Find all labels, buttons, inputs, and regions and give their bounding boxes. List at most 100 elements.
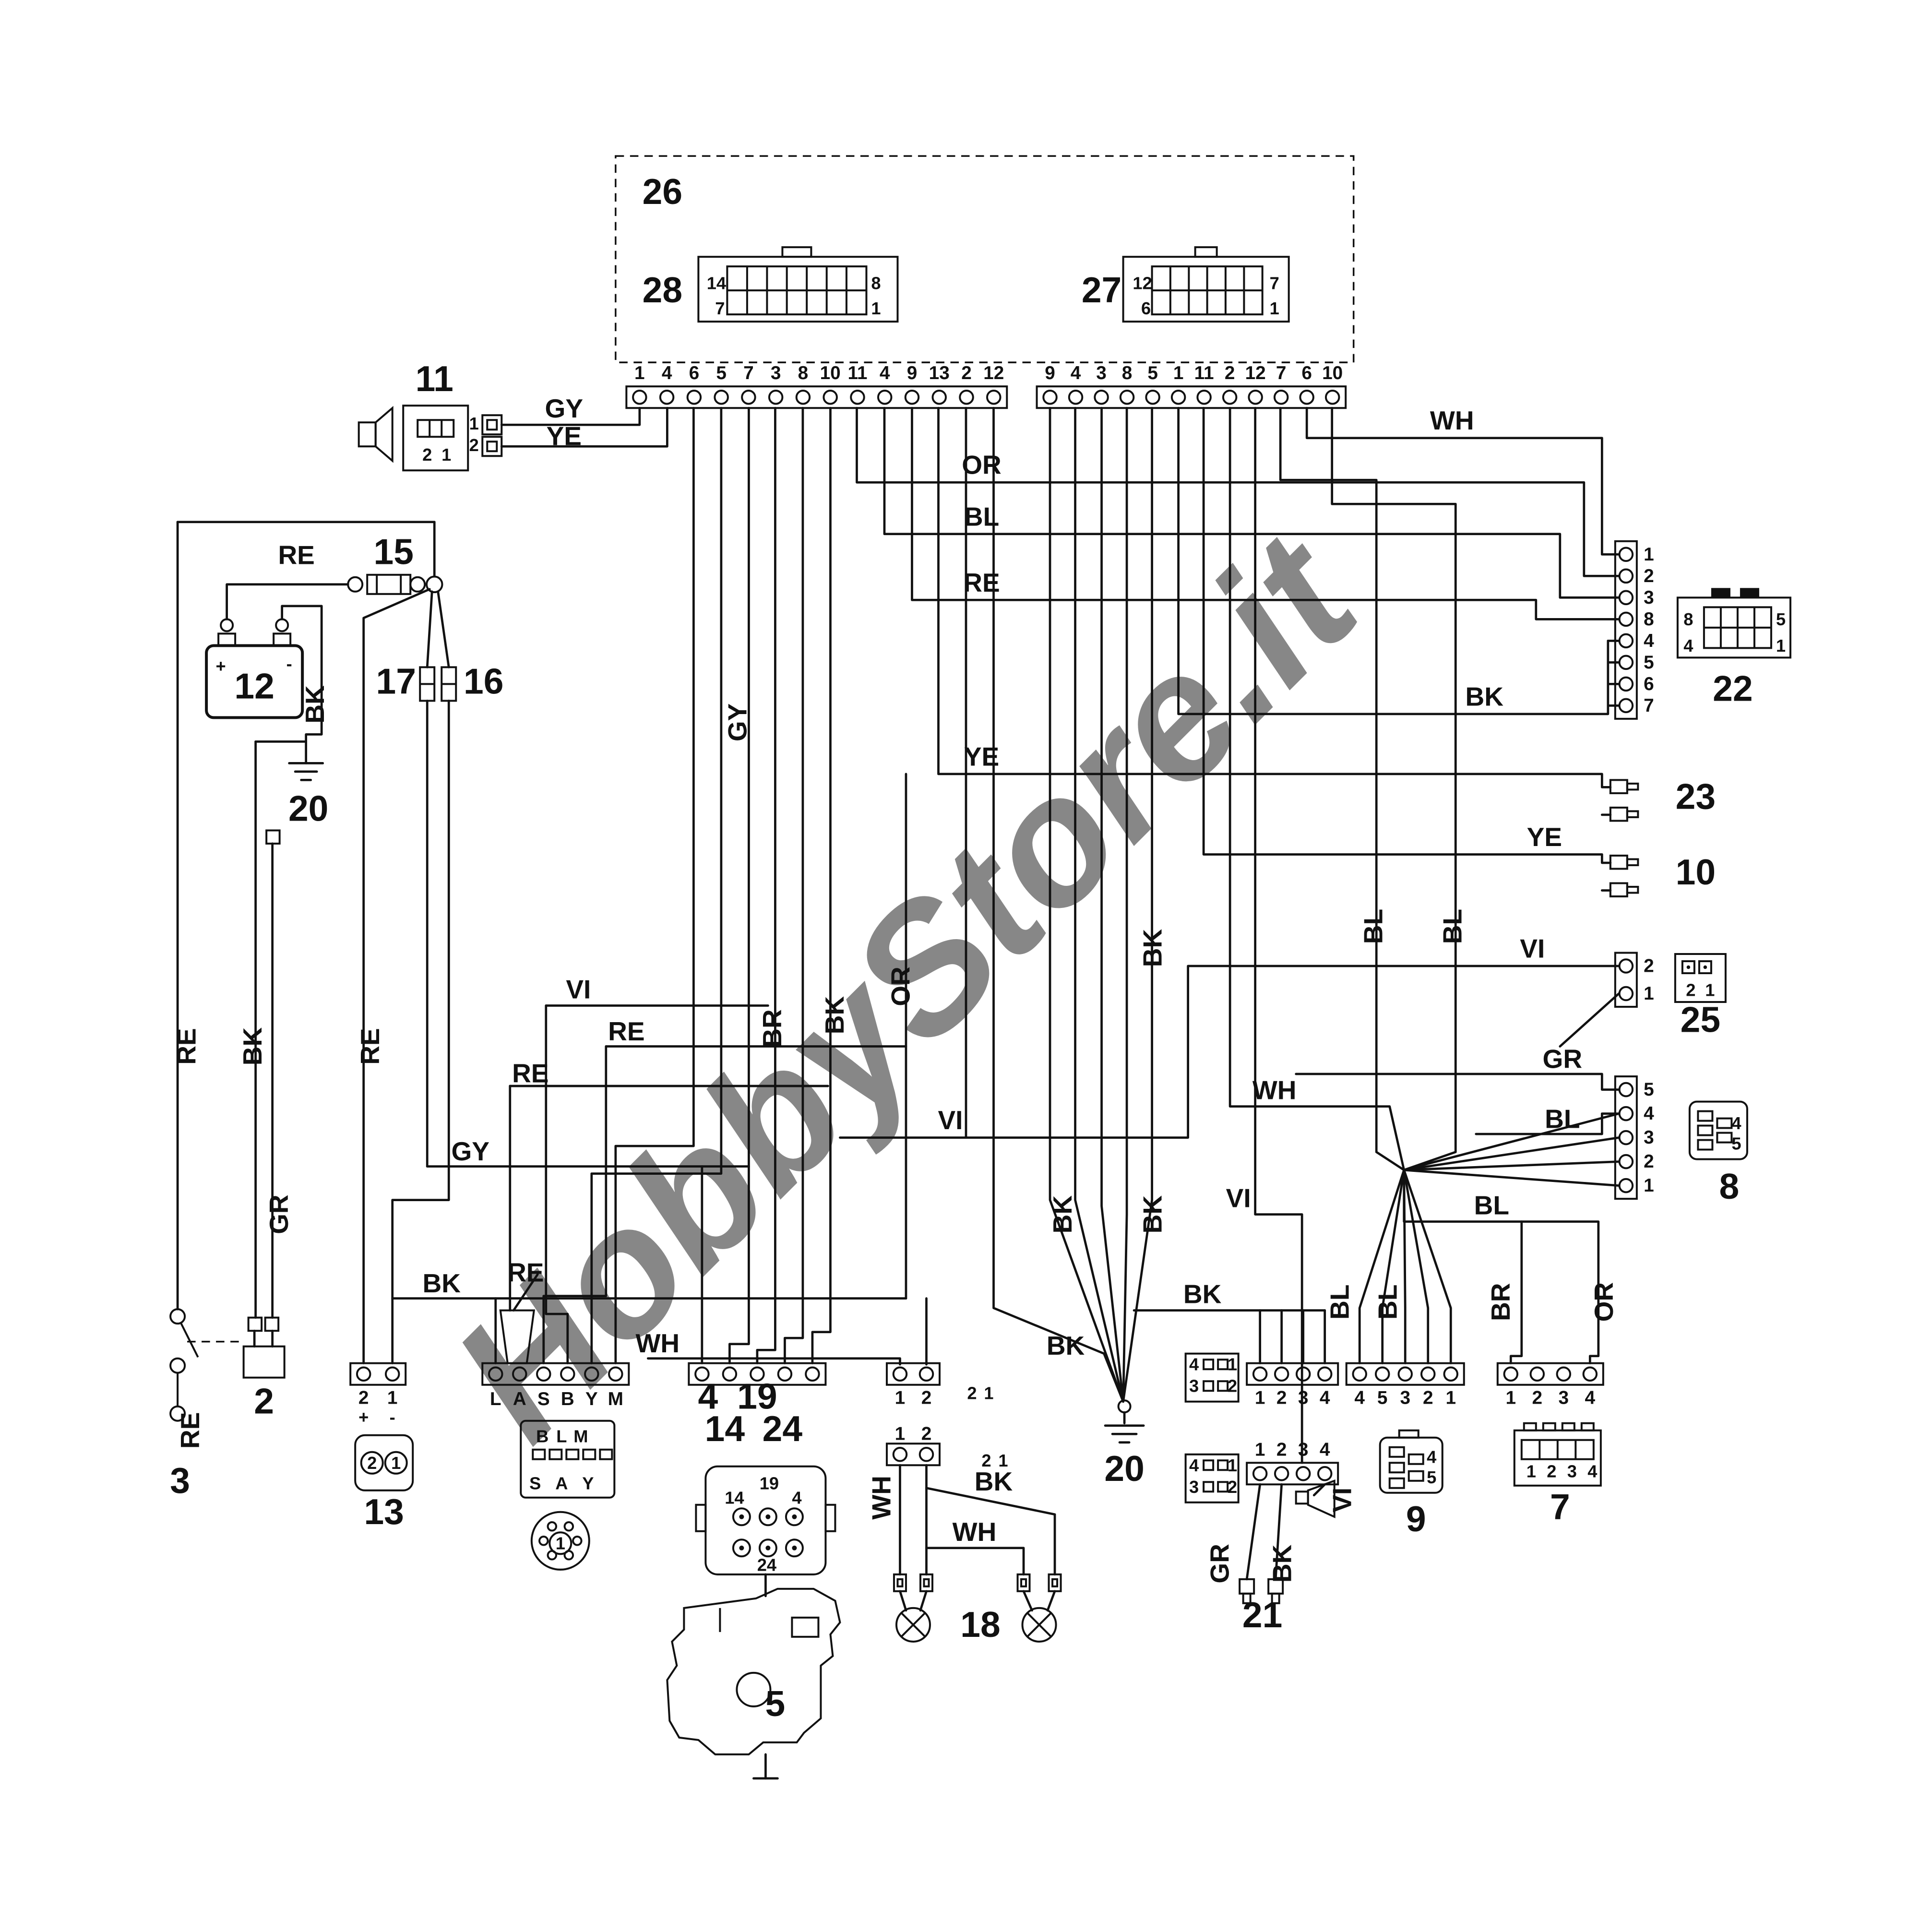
pin-number: 4: [1071, 363, 1081, 383]
comp24-box: [695, 1465, 836, 1575]
lamp-terminals: [893, 1573, 1062, 1592]
pin-number: 6: [1644, 674, 1654, 694]
pin-text: 2: [367, 1453, 377, 1473]
wire-color-label: BK: [1138, 929, 1168, 967]
wire-color-label: BL: [1359, 909, 1388, 944]
wire-color-label: BK: [1048, 1195, 1077, 1234]
horn-component: [358, 405, 503, 472]
component-number: 17: [376, 661, 416, 701]
wire-color-label: VI: [1226, 1183, 1251, 1213]
fuse-17: [419, 666, 436, 702]
wire-color-label: RE: [963, 568, 1000, 597]
wire-color-label: BL: [1545, 1104, 1580, 1134]
pin-number: 4: [880, 363, 890, 383]
pin-text: 6: [1141, 298, 1151, 318]
component-number: 3: [170, 1460, 190, 1501]
pin-number: 10: [820, 363, 841, 383]
ground-symbol-top: [288, 762, 324, 781]
pin-number: 7: [1644, 695, 1654, 716]
component-number: 20: [288, 788, 328, 828]
pin-number: 1: [895, 1424, 906, 1444]
wire-color-label: GY: [545, 394, 583, 423]
component-number: 10: [1676, 852, 1716, 892]
pin-number: 2: [1276, 1439, 1287, 1460]
wire-color-label: WH: [636, 1328, 680, 1358]
pin-number: S: [537, 1389, 550, 1409]
pin-text: 2: [1547, 1461, 1556, 1481]
wire-color-label: BK: [300, 685, 330, 724]
wire-color-label: RE: [172, 1028, 202, 1064]
pin-number: 6: [689, 363, 700, 383]
pin-text: 3: [1189, 1477, 1199, 1497]
wire-color-label: BL: [1373, 1285, 1403, 1320]
comp23-bullet-terminals: [1609, 779, 1639, 822]
component-number: 18: [960, 1604, 1000, 1645]
component-number: 20: [1104, 1448, 1144, 1489]
pin-text: 2: [422, 445, 432, 465]
comp7-icon: [1513, 1422, 1602, 1487]
pin-text: -: [390, 1407, 395, 1427]
pin-text: 4: [1683, 636, 1693, 656]
pin-text: 1: [1228, 1455, 1237, 1475]
pin-text: 2: [469, 435, 479, 455]
wire-color-label: BK: [820, 996, 849, 1035]
wire-color-label: OR: [962, 450, 1002, 480]
pin-number: 1: [634, 363, 645, 383]
comp21-bullet-terminals: [1239, 1578, 1284, 1604]
pin-number: 8: [1644, 609, 1654, 630]
pin-number: 6: [1301, 363, 1312, 383]
wire-color-label: BK: [975, 1467, 1013, 1496]
component-number: 15: [373, 531, 413, 572]
pin-text: 3: [1189, 1376, 1199, 1396]
comp1-box: [520, 1419, 616, 1499]
component-number: 8: [1719, 1166, 1740, 1206]
pin-number: 5: [716, 363, 727, 383]
pin-number: 12: [1245, 363, 1266, 383]
relay: [242, 1316, 286, 1379]
wire-color-label: BL: [1438, 909, 1467, 944]
pin-number: 3: [1644, 587, 1654, 608]
pin-number: 1: [1644, 983, 1654, 1004]
pin-text: 5: [1427, 1467, 1436, 1487]
pin-number: 2: [1225, 363, 1235, 383]
comp25-strip: 21: [1614, 952, 1654, 1008]
conn-a-icon: [1184, 1352, 1240, 1403]
pin-text: S: [529, 1473, 541, 1493]
pin-text: 1: [441, 445, 451, 465]
pin-number: 9: [907, 363, 918, 383]
pin-text: L: [556, 1427, 567, 1446]
pin-text: 1: [1228, 1355, 1237, 1374]
pin-text: B: [536, 1427, 549, 1446]
pin-number: 1: [1445, 1388, 1456, 1408]
wire-color-label: YE: [964, 741, 999, 771]
pin-text: 4: [1587, 1461, 1597, 1481]
pin-text: 1: [469, 414, 479, 433]
pin-text: 1: [556, 1533, 565, 1553]
comp8-icon: [1688, 1100, 1748, 1160]
pin-number: 1: [1644, 1175, 1654, 1196]
component-number: 23: [1676, 776, 1716, 816]
pin-text: 4: [1189, 1455, 1199, 1475]
lamp-left-icon: [895, 1607, 931, 1643]
main-fuse: [347, 573, 443, 595]
key-switch: [169, 1308, 244, 1422]
wire-color-label: BK: [1267, 1544, 1297, 1583]
pin-text: 1: [1527, 1461, 1536, 1481]
wire-color-label: RE: [355, 1028, 385, 1064]
pin-text: 5: [1731, 1134, 1741, 1154]
pin-number: 7: [743, 363, 754, 383]
connector-28-icon: [697, 246, 899, 323]
wire-color-label: RE: [507, 1258, 544, 1288]
wire-color-label: BK: [1183, 1279, 1222, 1309]
wire-color-label: RE: [608, 1016, 644, 1046]
wire-color-label: GR: [264, 1194, 294, 1234]
fuse-16: [441, 666, 457, 702]
connector-27-icon: [1122, 246, 1290, 323]
wire-color-label: OR: [885, 966, 915, 1006]
wire-color-label: GR: [1205, 1544, 1235, 1583]
component-number: 4: [698, 1376, 718, 1417]
